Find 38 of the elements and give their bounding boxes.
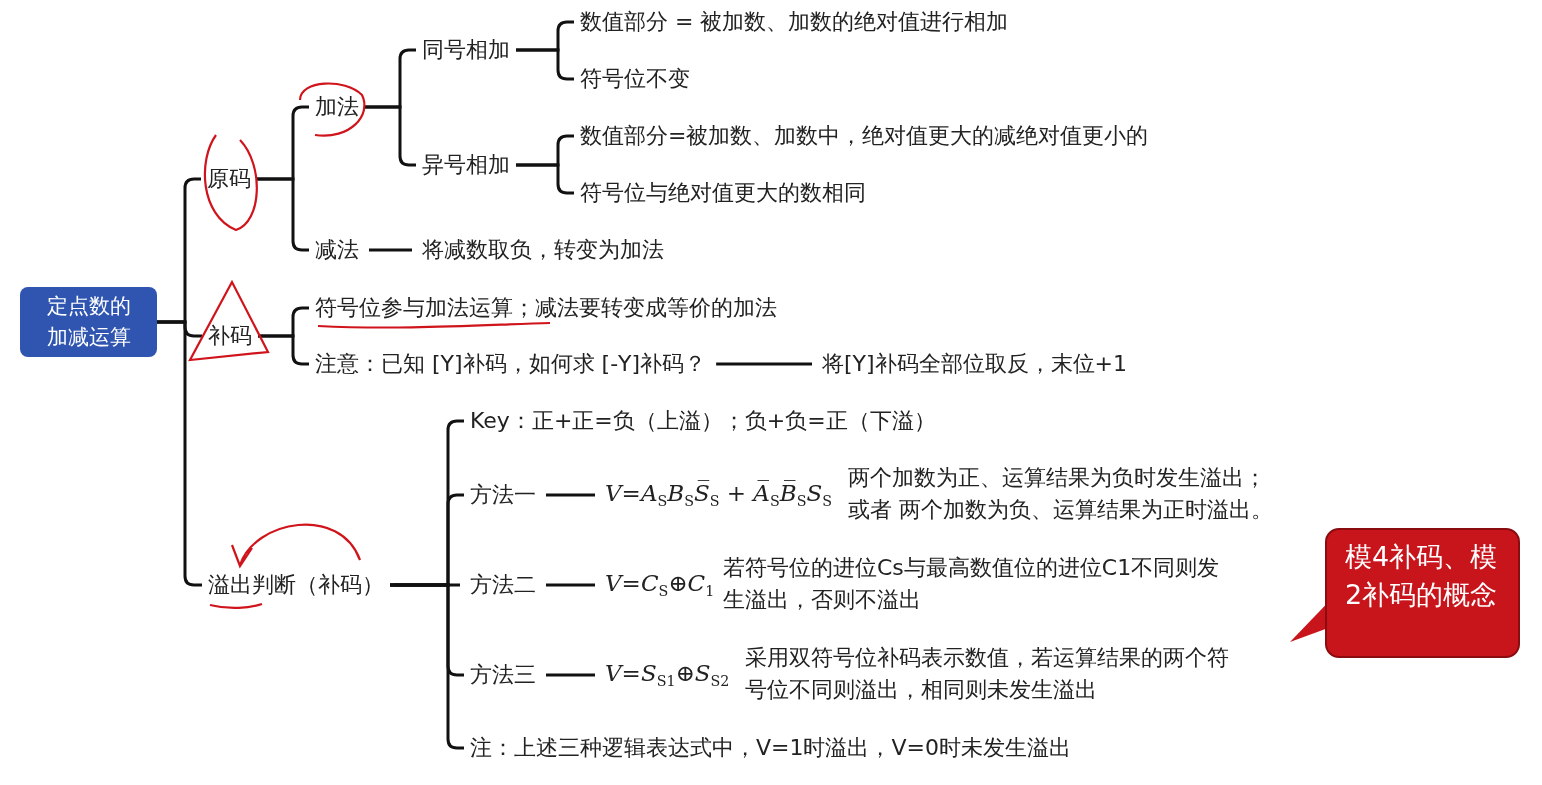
topic-text: 注意：已知 [Y]补码，如何求 [-Y]补码？ (315, 350, 707, 378)
topic-text: 异号相加 (422, 151, 510, 179)
topic-text: 方法三 (470, 661, 536, 689)
topic-text: 符号位与绝对值更大的数相同 (580, 179, 866, 207)
connector-line (546, 583, 595, 587)
topic-text: 将[Y]补码全部位取反，末位+1 (822, 350, 1128, 378)
connector-line (157, 320, 202, 587)
connector-line (546, 493, 595, 497)
note-text: 两个加数为正、运算结果为负时发生溢出； (848, 464, 1267, 492)
connector-line (716, 362, 812, 366)
topic-text: 符号位参与加法运算；减法要转变成等价的加法 (315, 294, 777, 322)
formula-text: V=A$_{S}$B$_{S}$S̅$_{S}$ + A̅$_{S}$B̅$_{S}$S$_{S}$ (605, 478, 832, 512)
topic-text: 补码 (208, 322, 252, 350)
topic-text: Key：正+正=负（上溢）；负+负=正（下溢） (470, 407, 936, 435)
topic-text: 减法 (315, 236, 359, 264)
topic-text: 方法二 (470, 571, 536, 599)
topic-text: 注：上述三种逻辑表达式中，V=1时溢出，V=0时未发生溢出 (470, 734, 1071, 762)
topic-text: 数值部分=被加数、加数中，绝对值更大的减绝对值更小的 (580, 122, 1149, 150)
topic-text: 符号位不变 (580, 65, 690, 93)
formula-text: V=C$_{S}$⊕C$_{1}$ (605, 568, 715, 602)
connector-line (258, 334, 309, 366)
topic-text: 数值部分 = 被加数、加数的绝对值进行相加 (580, 8, 1009, 36)
callout-box: 模4补码、模2补码的概念 (1325, 528, 1520, 658)
connector-line (516, 48, 574, 81)
root-topic-box: 定点数的加减运算 (20, 287, 157, 357)
formula-text: V=S$_{S1}$⊕S$_{S2}$ (605, 658, 730, 692)
connector-line (516, 163, 574, 195)
note-text: 或者 两个加数为负、运算结果为正时溢出。 (848, 496, 1274, 524)
topic-text: 原码 (207, 165, 251, 193)
topic-text: 同号相加 (422, 36, 510, 64)
topic-text: 方法一 (470, 481, 536, 509)
topic-text: 溢出判断（补码） (208, 571, 384, 599)
note-text: 采用双符号位补码表示数值，若运算结果的两个符号位不同则溢出，相同则未发生溢出 (745, 644, 1230, 704)
connector-line (369, 248, 412, 252)
note-text: 若符号位的进位Cs与最高数值位的进位C1不同则发生溢出，否则不溢出 (723, 554, 1221, 614)
connector-line (546, 673, 595, 677)
topic-text: 加法 (315, 93, 359, 121)
topic-text: 将减数取负，转变为加法 (422, 236, 664, 264)
